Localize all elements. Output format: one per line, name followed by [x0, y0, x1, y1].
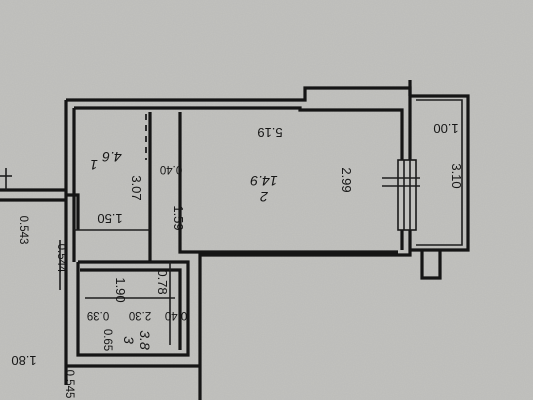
dim-bath-side: 0.65 — [101, 329, 113, 351]
room-2-wall — [178, 112, 398, 254]
bathroom-walls — [76, 260, 190, 357]
room-2-area: 14.9 — [250, 173, 277, 189]
room-3-area: 3.8 — [137, 330, 153, 350]
dim-balcony-length: 3.10 — [449, 163, 464, 188]
bathroom-inner — [80, 268, 182, 350]
dim-room2-width: 2.99 — [339, 167, 354, 192]
dim-door-offset: 0.40 — [160, 163, 182, 175]
balcony-stub — [420, 250, 442, 280]
dim-balcony-width: 1.00 — [433, 121, 458, 136]
dimension-lines — [0, 168, 175, 345]
entrance-stub — [0, 188, 66, 202]
dim-bath-height-label: 1.90 — [113, 277, 128, 302]
dim-room2-segment: 1.59 — [171, 205, 186, 230]
room-3-number: 3 — [121, 336, 137, 344]
dim-room1-length: 3.07 — [129, 175, 144, 200]
entrance-jamb — [66, 193, 80, 230]
dim-bath-inner-b: 2.30 — [129, 309, 151, 321]
dim-left-corridor: 1.80 — [11, 353, 36, 368]
room-1-area: 4.6 — [102, 149, 122, 165]
dim-hall-width-label: 1.50 — [97, 211, 122, 226]
walls — [0, 80, 470, 400]
room-1-number: 1 — [90, 157, 98, 173]
balcony-inner — [416, 99, 463, 246]
dim-room2-length: 5.19 — [257, 125, 282, 140]
dim-bath-offset: 0.78 — [155, 269, 170, 294]
inner-wall-line — [72, 106, 404, 262]
dim-wall-2: 0.544 — [55, 244, 67, 273]
room-labels: 5.19 2.99 0.40 3.07 1.59 2 14.9 1 4.6 1.… — [11, 121, 464, 398]
dim-bath-inner-a: 0.40 — [165, 309, 187, 321]
dim-bath-inner-c: 0.39 — [87, 309, 109, 321]
balcony-door — [382, 159, 420, 231]
dim-wall-1: 0.543 — [17, 216, 29, 245]
door-frame — [397, 159, 417, 231]
room-2-number: 2 — [260, 189, 269, 205]
dim-wall-3: 0.545 — [63, 370, 75, 399]
